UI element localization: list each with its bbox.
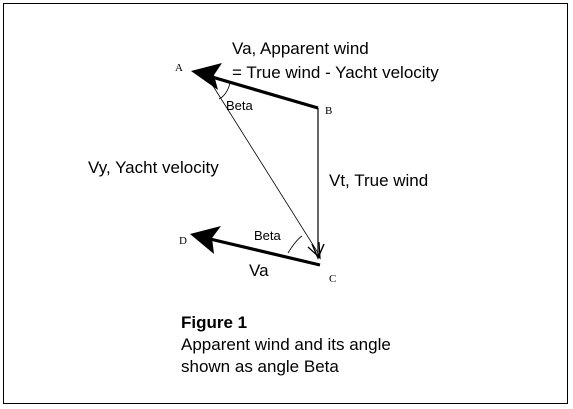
vector-vy-arrowhead [307, 241, 321, 260]
vector-va-upper-line [211, 75, 319, 110]
figure-caption-title: Figure 1 [181, 313, 248, 332]
figure-caption-line1: Apparent wind and its angle [181, 335, 391, 354]
apparent-wind-label: Va, Apparent wind [232, 39, 369, 58]
vector-vy-line [207, 77, 321, 257]
figure-caption-line2: shown as angle Beta [181, 357, 339, 376]
beta-upper-arc [218, 82, 231, 100]
apparent-wind-lower-label: Va [249, 261, 269, 280]
point-label-a: A [175, 62, 183, 74]
beta-lower-label: Beta [254, 228, 281, 243]
true-wind-label: Vt, True wind [329, 171, 429, 190]
figure-frame [3, 3, 568, 404]
vector-vt-arrowhead [311, 243, 325, 260]
apparent-wind-formula: = True wind - Yacht velocity [232, 63, 439, 82]
vector-va-lower-line [209, 237, 321, 267]
beta-upper-label: Beta [226, 98, 253, 113]
yacht-velocity-label: Vy, Yacht velocity [88, 158, 219, 177]
point-label-d: D [179, 235, 187, 247]
point-label-c: C [329, 273, 337, 285]
vector-va-lower-arrowhead [190, 226, 221, 254]
point-label-b: B [325, 105, 333, 117]
beta-lower-arc [287, 235, 303, 254]
vector-va-upper-arrowhead [191, 63, 222, 90]
